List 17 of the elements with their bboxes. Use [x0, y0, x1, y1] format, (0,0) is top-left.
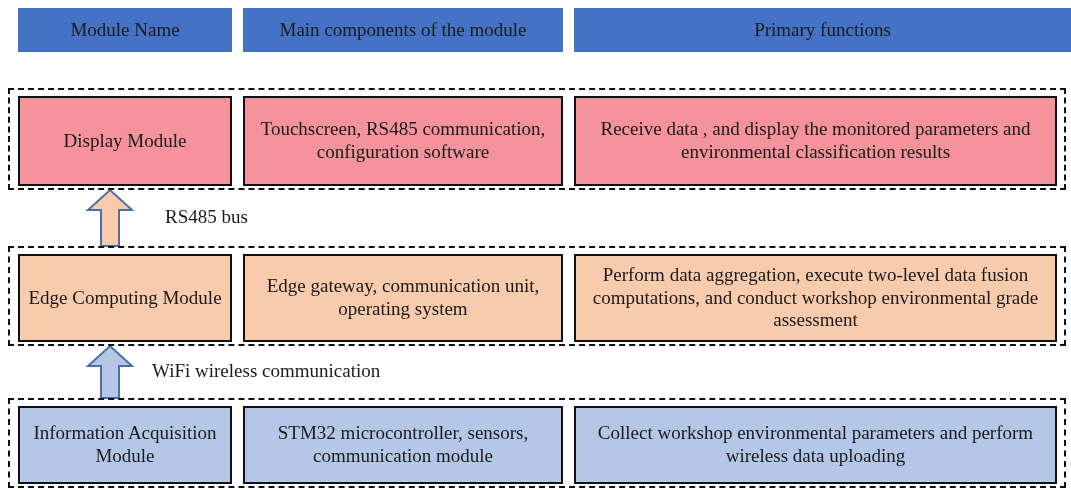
block-arrow — [85, 188, 135, 247]
dashed-group-box — [8, 398, 1066, 488]
dashed-group-box — [8, 88, 1066, 190]
module-cell: STM32 microcontroller, sensors, communication module — [243, 406, 563, 484]
dashed-group-box — [8, 246, 1066, 346]
module-cell: Touchscreen, RS485 communication, configuration software — [243, 96, 563, 186]
column-header: Module Name — [18, 8, 232, 52]
column-header: Primary functions — [574, 8, 1071, 52]
module-cell: Receive data , and display the monitored parameters and environmental classification results — [574, 96, 1057, 186]
column-header: Main components of the module — [243, 8, 563, 52]
module-cell: Collect workshop environmental parameters and perform wireless data uploading — [574, 406, 1057, 484]
module-cell: Information Acquisition Module — [18, 406, 232, 484]
module-cell: Perform data aggregation, execute two-level data fusion computations, and conduct workshop environmental grade assessment — [574, 254, 1057, 342]
module-cell: Edge gateway, communication unit, operating system — [243, 254, 563, 342]
module-cell: Display Module — [18, 96, 232, 186]
module-cell: Edge Computing Module — [18, 254, 232, 342]
block-arrow — [85, 344, 135, 399]
